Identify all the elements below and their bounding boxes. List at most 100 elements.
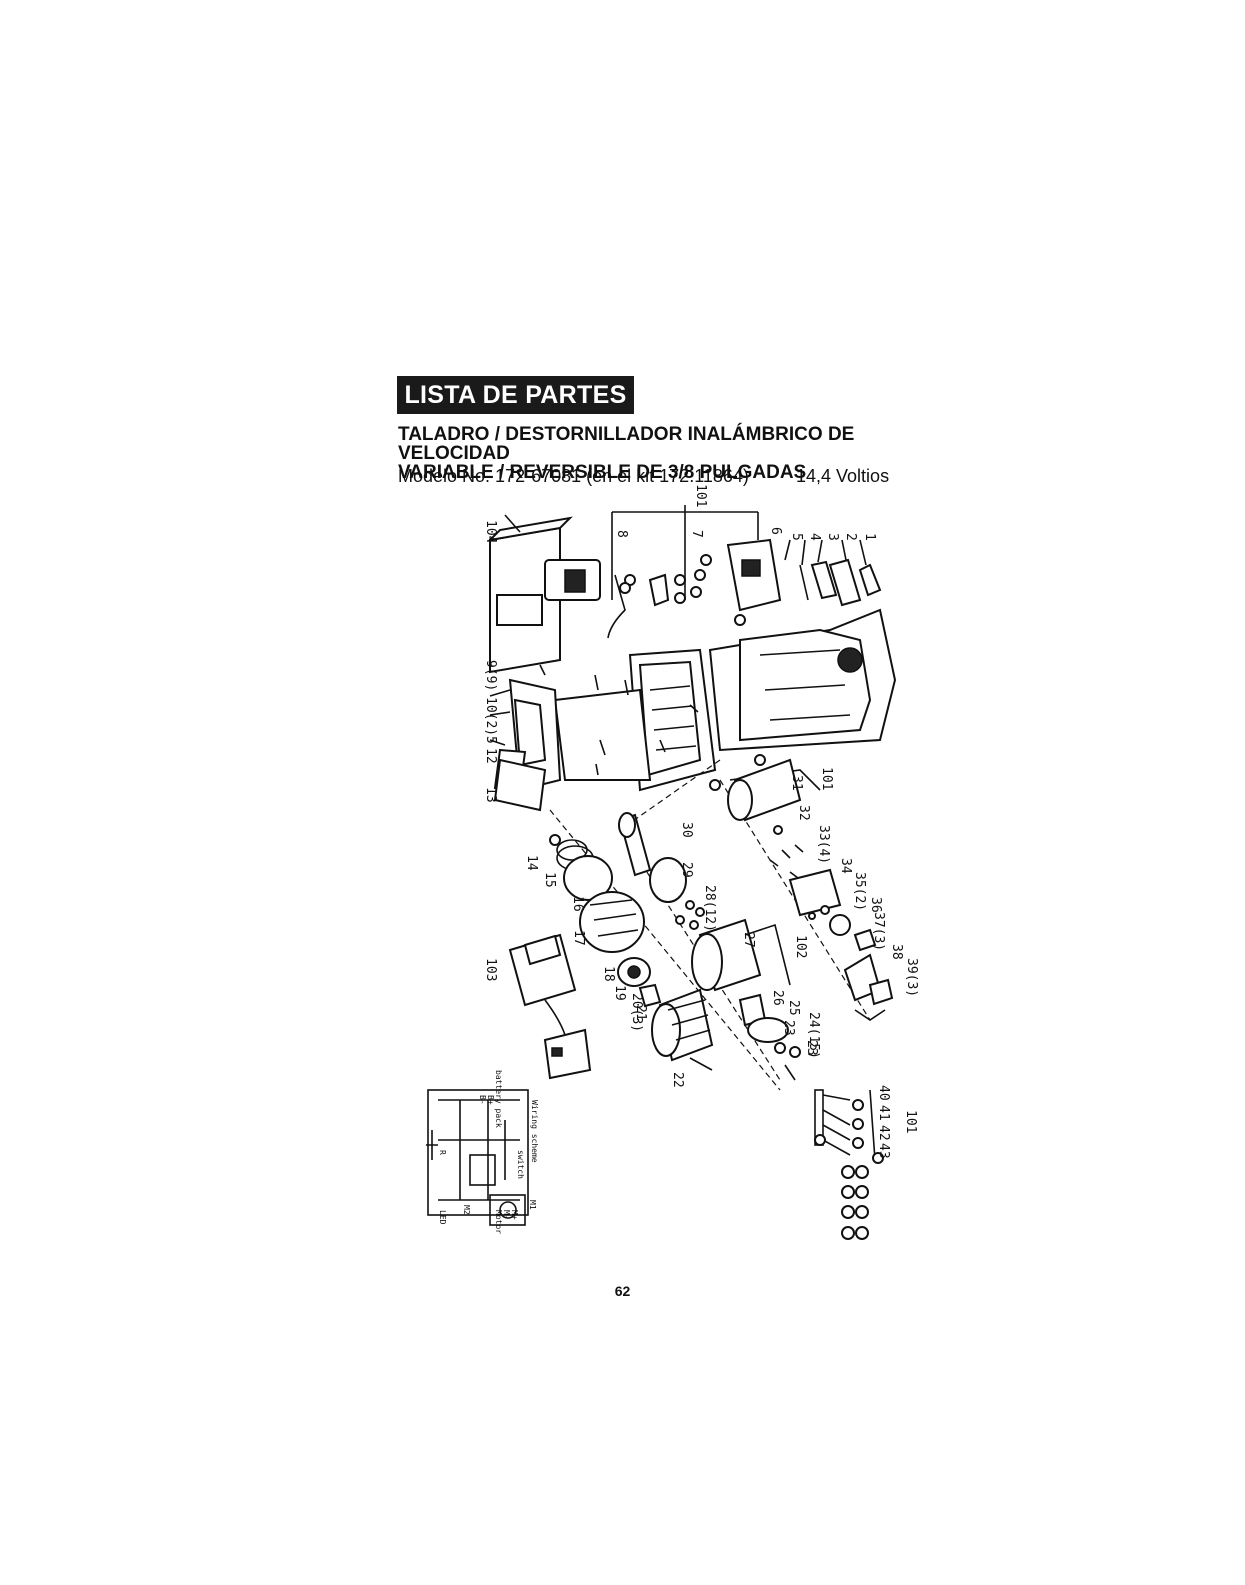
battery-pack-illustration <box>487 516 601 674</box>
part-label: 104 <box>483 520 498 544</box>
part-label: 18 <box>601 966 616 982</box>
collar-parts <box>549 834 662 1008</box>
chuck-21 <box>651 988 714 1062</box>
part-label: 5 <box>483 736 498 744</box>
part-label: 8 <box>614 530 629 538</box>
bracket-23 <box>784 1064 796 1081</box>
wiring-led-label: LED <box>438 1210 447 1225</box>
part-label: 5 <box>789 533 804 541</box>
part-label: 34 <box>838 858 853 874</box>
title-line-2: VARIABLE / REVERSIBLE DE 3/8 PULGADAS <box>398 462 807 483</box>
bracket-102 <box>744 923 791 986</box>
terminal-7 <box>648 573 670 607</box>
charger-cord <box>544 999 566 1036</box>
wiring-r-label: R <box>438 1150 447 1155</box>
part-label: 31 <box>789 775 804 791</box>
part-label: 39(3) <box>904 958 919 997</box>
part-label: 23 <box>781 1020 796 1036</box>
part-label: 27 <box>741 932 756 948</box>
part-label: 20(3) <box>629 993 644 1032</box>
gear-39 <box>868 978 894 1006</box>
part-label: 102 <box>793 935 808 958</box>
part-label: 13 <box>483 787 498 803</box>
switch-assembly <box>674 538 782 626</box>
part-label: 101 <box>903 1110 918 1133</box>
wiring-motor-label: Motor <box>494 1210 503 1234</box>
plate-34 <box>788 868 842 917</box>
ring-29 <box>649 857 687 903</box>
wiring-battery-label: battery pack <box>494 1070 503 1128</box>
small-parts-1-5 <box>784 539 882 607</box>
part-label: 101 <box>693 484 708 507</box>
part-label: 29 <box>679 862 694 878</box>
part-label: 19 <box>612 985 627 1001</box>
part-label: 28(12) <box>702 885 717 932</box>
wiring-title: Wiring scheme <box>530 1100 539 1163</box>
wiring-bplus-label: B+ <box>486 1095 495 1105</box>
wire-8 <box>607 574 626 639</box>
plug-adapter <box>543 1028 592 1080</box>
ring-25 <box>747 1017 789 1043</box>
title-line-1: TALADRO / DESTORNILLADOR INALÁMBRICO DE … <box>398 424 855 464</box>
terminals-40-43 <box>814 1089 884 1164</box>
part-label: 21 <box>633 1005 648 1021</box>
screws-33 <box>769 844 804 879</box>
housing-screws <box>539 664 699 776</box>
bracket-101-lower <box>854 1009 886 1021</box>
terminal-pairs <box>841 1165 869 1240</box>
part-label: 23 <box>804 1040 819 1056</box>
banner-suffix-text: cont. <box>487 420 544 446</box>
part-label: 37(3) <box>871 912 886 951</box>
leader-104 <box>504 514 521 533</box>
part-label: 41 <box>876 1105 891 1121</box>
part-label: 2 <box>843 533 858 541</box>
document-title: TALADRO / DESTORNILLADOR INALÁMBRICO DE … <box>398 425 958 482</box>
spindle-30 <box>618 812 652 877</box>
part-label: 32 <box>796 805 811 821</box>
wiring-scheme-diagram <box>426 1089 529 1226</box>
part-label: 22 <box>670 1072 685 1088</box>
drill-housing-illustration <box>508 608 897 792</box>
leaders-9-10-12 <box>489 689 511 746</box>
wiring-switch-label: switch <box>516 1150 525 1179</box>
part-label: 40 <box>876 1085 891 1101</box>
part-label: 30 <box>679 822 694 838</box>
part-label: 33(4) <box>816 825 831 864</box>
part-label: 36 <box>868 897 883 913</box>
part-label: 16 <box>570 896 585 912</box>
section-banner: LISTA DE PARTES cont. <box>397 376 634 446</box>
part-label: 26 <box>770 990 785 1006</box>
part-label: 12 <box>483 748 498 764</box>
model-number: Modelo No. 172-67081 (en el kit 172.1186… <box>398 466 749 486</box>
part-label: 43 <box>876 1143 891 1159</box>
washer-32 <box>773 825 783 835</box>
gear-37 <box>853 928 877 952</box>
part-label: 6 <box>768 527 783 535</box>
charger-103 <box>508 933 577 1007</box>
page-number: 62 <box>614 1283 631 1299</box>
model-line: Modelo No. 172-67081 (en el kit 172.1186… <box>398 466 938 487</box>
wiring-mminus-label: M- <box>502 1210 511 1220</box>
wiring-m2-label: M2 <box>462 1205 471 1215</box>
label-13 <box>493 758 547 812</box>
gear-36 <box>829 914 851 936</box>
bit-22 <box>689 1057 713 1071</box>
motor-31 <box>709 754 802 822</box>
part-label: 3 <box>825 533 840 541</box>
part-label: 101 <box>819 767 834 790</box>
part-label: 7 <box>689 530 704 538</box>
part-label: 9(9) <box>483 660 498 691</box>
part-label: 103 <box>483 958 498 981</box>
part-label: 35(2) <box>852 872 867 911</box>
wiring-m1-label: M1 <box>528 1200 537 1210</box>
part-label: 4 <box>807 533 822 541</box>
bracket-101-top <box>611 505 759 600</box>
part-label: 14 <box>524 855 539 871</box>
part-label: 15 <box>542 872 557 888</box>
gearbox-27 <box>691 918 762 992</box>
part-label: 42 <box>876 1125 891 1141</box>
part-label: 24(15) <box>806 1012 821 1059</box>
wiring-bminus-label: B- <box>478 1095 487 1105</box>
part-label: 10(2) <box>483 697 498 736</box>
